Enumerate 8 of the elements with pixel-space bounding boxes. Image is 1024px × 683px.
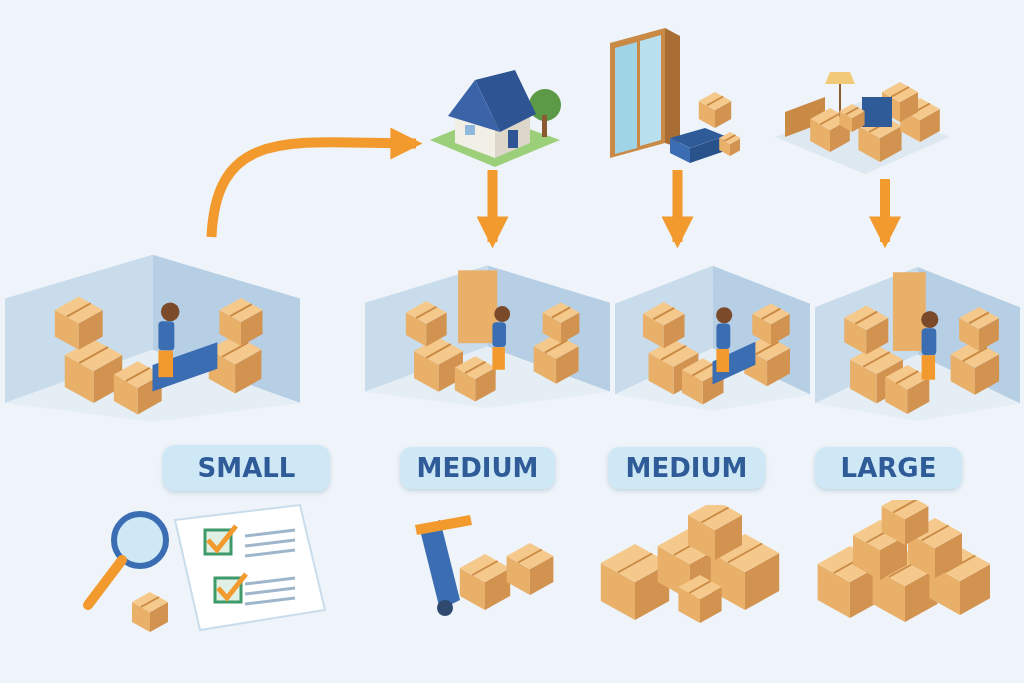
- arrow: [869, 179, 901, 249]
- size-label: MEDIUM: [608, 447, 765, 489]
- size-label: LARGE: [815, 447, 962, 489]
- size-label: SMALL: [163, 445, 330, 491]
- arrow: [661, 170, 694, 249]
- size-label: MEDIUM: [400, 447, 555, 489]
- arrow: [206, 127, 423, 238]
- arrow: [476, 170, 509, 249]
